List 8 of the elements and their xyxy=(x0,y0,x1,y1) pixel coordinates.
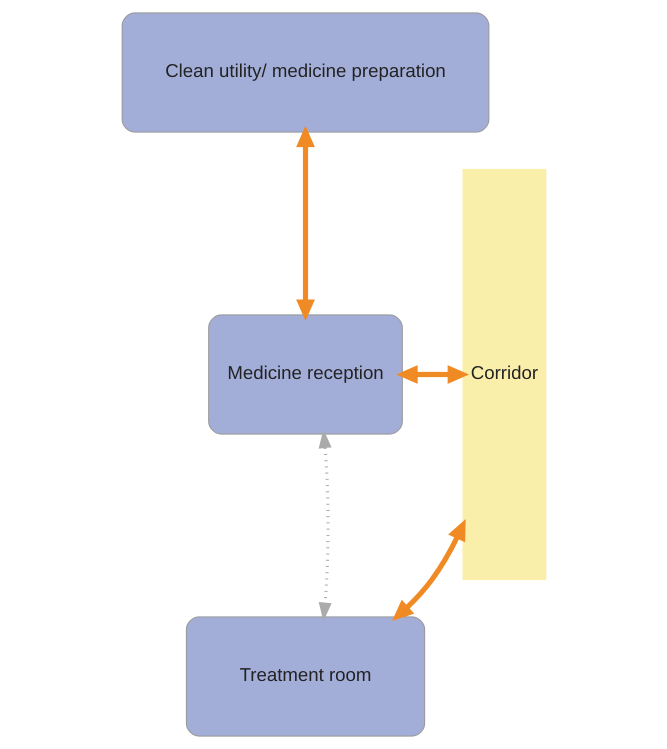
node-box: Medicine reception xyxy=(208,314,402,435)
node-box: Treatment room xyxy=(185,616,425,737)
node-box: Clean utility/ medicine preparation xyxy=(121,12,489,133)
arrow xyxy=(318,429,332,622)
arrow xyxy=(296,126,314,322)
node-box: Corridor xyxy=(462,168,546,580)
arrow xyxy=(396,365,469,384)
arrow xyxy=(392,518,466,621)
